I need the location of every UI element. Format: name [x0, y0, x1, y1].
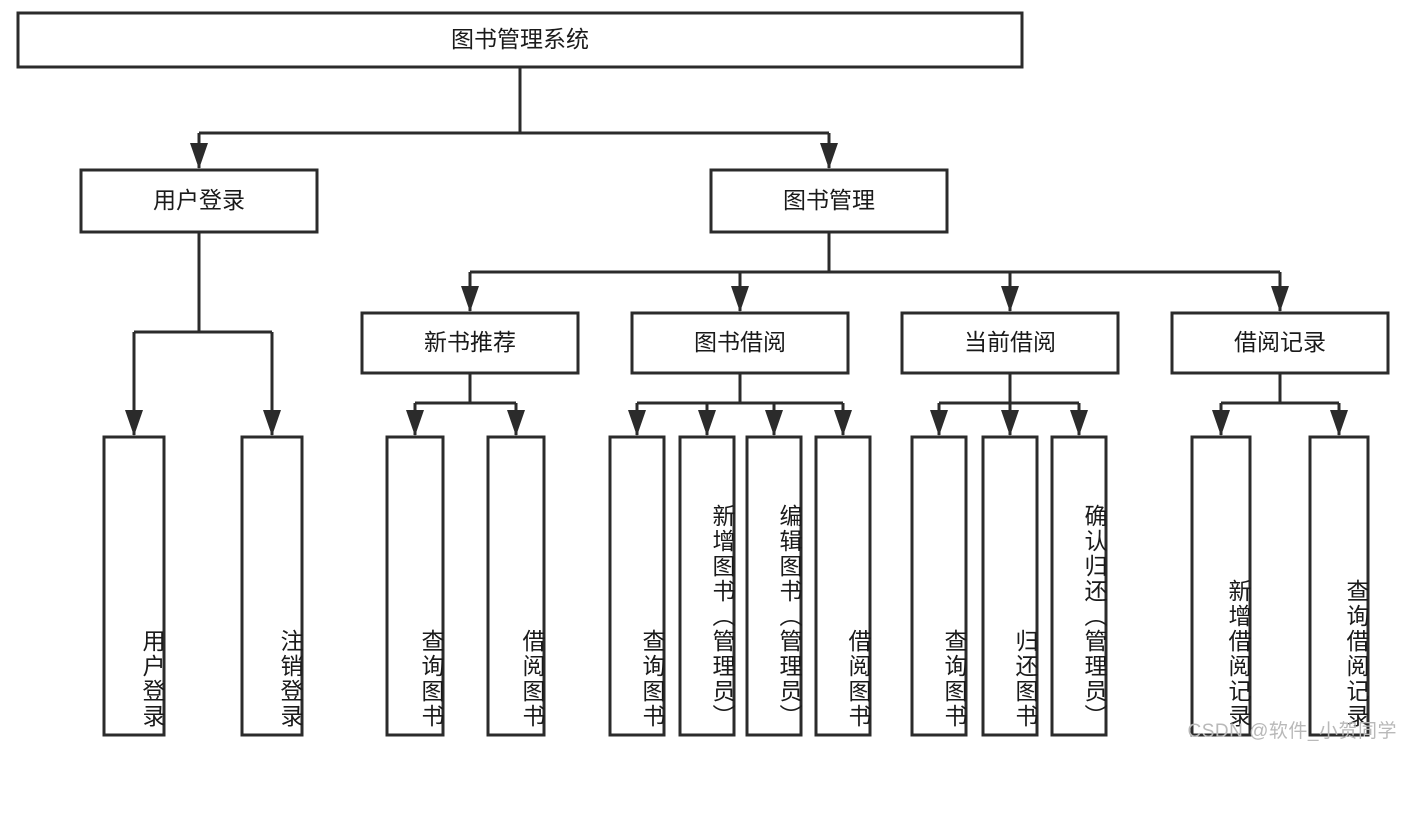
leaf-node-box[interactable]	[486, 435, 546, 737]
leaf-node-box[interactable]	[1190, 435, 1252, 737]
arrow-head-icon	[461, 286, 479, 312]
leaf-node-box[interactable]	[385, 435, 445, 737]
arrow-head-icon	[1070, 410, 1088, 436]
level3-node-label: 借阅记录	[1234, 329, 1326, 355]
arrow-head-icon	[507, 410, 525, 436]
arrow-head-icon	[930, 410, 948, 436]
leaf-node-box[interactable]	[240, 435, 304, 737]
arrow-head-icon	[1001, 286, 1019, 312]
arrow-head-icon	[628, 410, 646, 436]
arrow-head-icon	[125, 410, 143, 436]
arrow-head-icon	[406, 410, 424, 436]
level3-node-label: 当前借阅	[964, 329, 1056, 355]
diagram-canvas: 图书管理系统用户登录图书管理新书推荐图书借阅当前借阅借阅记录 用户登录注销登录查…	[16, 11, 1397, 742]
leaf-node-box[interactable]	[1308, 435, 1370, 737]
arrow-head-icon	[263, 410, 281, 436]
arrow-head-icon	[1001, 410, 1019, 436]
arrow-head-icon	[1271, 286, 1289, 312]
arrow-head-icon	[765, 410, 783, 436]
root-node-label: 图书管理系统	[451, 26, 589, 52]
watermark-text: CSDN @软件_小贺同学	[1187, 721, 1397, 742]
connector-layer	[125, 67, 1348, 436]
root-node-box[interactable]	[16, 11, 1024, 69]
level3-node-box[interactable]	[630, 311, 850, 375]
arrow-head-icon	[820, 143, 838, 169]
arrow-head-icon	[1212, 410, 1230, 436]
node-box-layer	[16, 11, 1390, 737]
leaf-node-box[interactable]	[608, 435, 666, 737]
arrow-head-icon	[698, 410, 716, 436]
level3-node-label: 新书推荐	[424, 329, 516, 355]
level3-node-box[interactable]	[360, 311, 580, 375]
level3-node-box[interactable]	[900, 311, 1120, 375]
level3-node-box[interactable]	[1170, 311, 1390, 375]
leaf-node-box[interactable]	[745, 435, 803, 737]
leaf-node-box[interactable]	[981, 435, 1039, 737]
level2-node-box[interactable]	[709, 168, 949, 234]
arrow-head-icon	[731, 286, 749, 312]
leaf-node-box[interactable]	[102, 435, 166, 737]
leaf-node-box[interactable]	[1050, 435, 1108, 737]
level2-node-box[interactable]	[79, 168, 319, 234]
leaf-node-box[interactable]	[814, 435, 872, 737]
arrow-head-icon	[834, 410, 852, 436]
arrow-head-icon	[1330, 410, 1348, 436]
leaf-node-box[interactable]	[910, 435, 968, 737]
leaf-node-box[interactable]	[678, 435, 736, 737]
level2-node-label: 图书管理	[783, 187, 875, 213]
level3-node-label: 图书借阅	[694, 329, 786, 355]
arrow-head-icon	[190, 143, 208, 169]
level2-node-label: 用户登录	[153, 187, 245, 213]
